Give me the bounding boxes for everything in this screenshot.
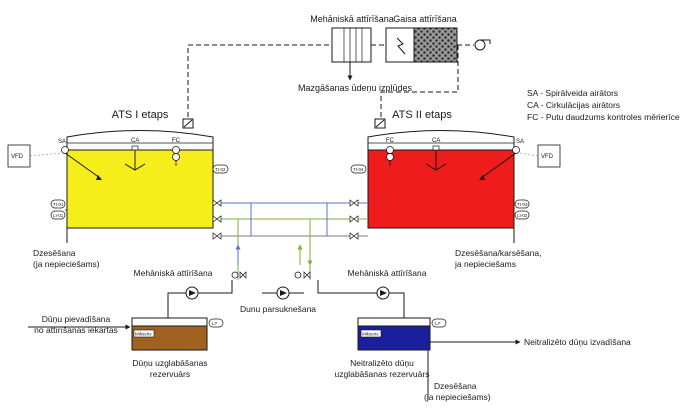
inflow-line1: Dūņu pievadīšana xyxy=(42,314,111,324)
pump-center-label: Dunu parsuknešana xyxy=(240,304,316,314)
t1-tag-stage1 xyxy=(50,199,66,209)
tank-stage1 xyxy=(66,130,214,229)
valve-right-mech xyxy=(294,271,311,279)
mech-left-label: Mehāniskā attīrīšana xyxy=(134,268,213,278)
li-tag-stage2 xyxy=(514,210,530,220)
sa-aerator-stage1 xyxy=(61,146,102,180)
ca-aerator-stage2 xyxy=(425,145,447,171)
sa-label-stage1: SA xyxy=(58,139,66,145)
neutral-cool-line2: (ja nepieciešams) xyxy=(424,392,491,402)
stage2-note-line2: ja nepieciešams xyxy=(454,259,516,269)
storage-line1: Dūņu uzglabāšanas xyxy=(132,358,207,368)
t1-tag-stage2 xyxy=(514,199,530,209)
vfd-stage1 xyxy=(7,144,62,168)
stage1-note-line2: (ja nepieciešams) xyxy=(33,259,100,269)
damper-valve-stage1 xyxy=(182,118,194,129)
li-label-stage1: LI-01 xyxy=(53,213,64,218)
storage-line2: rezervuārs xyxy=(150,369,190,379)
damper-valve-stage2 xyxy=(374,118,386,129)
valve-left-mech xyxy=(231,271,247,279)
pump-right-icon xyxy=(376,286,390,300)
ti-tag-stage1 xyxy=(212,164,229,174)
t1-label-stage2: TI-03 xyxy=(517,202,528,207)
ti-tag-stage2 xyxy=(350,164,367,174)
neutral-tank xyxy=(357,317,431,351)
fc-meter-stage2 xyxy=(386,146,394,166)
storage-mixer-label: Mikseris xyxy=(135,332,152,337)
pipe-valves-left xyxy=(212,199,222,240)
wash-water-label: Mazgāšanas ūdeņu izplūdes xyxy=(298,83,413,93)
stage1-title: ATS I etaps xyxy=(112,109,169,121)
ti-label-stage1: TI-02 xyxy=(215,167,226,172)
vfd-label-stage2: VFD xyxy=(541,154,554,160)
mech-filter-unit xyxy=(331,27,372,63)
ti-label-stage2: TI-04 xyxy=(353,167,364,172)
ca-aerator-stage1 xyxy=(124,145,146,171)
fc-label-stage1: FC xyxy=(172,138,181,144)
t1-label-stage1: TI-01 xyxy=(53,202,64,207)
li-tag-stage1 xyxy=(50,210,66,220)
stage2-note-line1: Dzesēšana/karsēšana, xyxy=(455,248,541,258)
inflow-line2: no attīrīšanas iekārtas xyxy=(34,325,118,335)
fc-label-stage2: FC xyxy=(386,138,395,144)
inter-tank-pipes xyxy=(213,202,368,280)
li-label-stage2: LI-02 xyxy=(517,213,528,218)
neutral-li-label: LI* xyxy=(435,321,441,326)
neutral-line1: Neitralizēto dūņu xyxy=(350,358,414,368)
storage-li-label: LI* xyxy=(212,321,218,326)
mech-title: Mehāniskā attīrīšana xyxy=(310,14,394,24)
pump-center-icon xyxy=(276,286,290,300)
ca-label-stage1: CA xyxy=(131,138,139,144)
pump-left-icon xyxy=(185,286,199,300)
pipe-valves-right xyxy=(349,199,359,240)
pump-lines xyxy=(167,280,405,318)
legend-sa: SA - Spirālveida airātors xyxy=(527,88,618,98)
legend-ca: CA - Cirkulācijas airātors xyxy=(527,100,620,110)
storage-li-tag xyxy=(208,318,224,328)
neutral-li-tag xyxy=(431,318,447,328)
mech-right-label: Mehāniskā attīrīšana xyxy=(348,268,427,278)
fc-meter-stage1 xyxy=(172,146,180,166)
gas-title: Gaisa attīrīšana xyxy=(393,14,457,24)
legend-fc: FC - Putu daudzums kontroles mērierīce xyxy=(527,112,680,122)
neutral-cool-line1: Dzesēšana xyxy=(434,381,477,391)
ca-label-stage2: CA xyxy=(432,138,440,144)
vfd-label-stage1: VFD xyxy=(11,154,24,160)
fan-icon xyxy=(474,39,491,51)
neutral-mixer-label: Mikseris xyxy=(362,332,379,337)
gas-filter-unit xyxy=(385,27,458,63)
exhaust-duct xyxy=(187,44,474,125)
stage2-title: ATS II etaps xyxy=(392,109,452,121)
neutral-line2: uzglabāšanas rezervuārs xyxy=(335,369,430,379)
sa-label-stage2: SA xyxy=(516,139,524,145)
stage1-note-line1: Dzesēšana xyxy=(33,248,76,258)
vfd-stage2 xyxy=(519,144,561,168)
neutral-out-label: Neitralizēto dūņu izvadīšana xyxy=(524,337,631,347)
sa-aerator-stage2 xyxy=(479,146,520,180)
tank-stage2 xyxy=(367,130,515,229)
storage-tank xyxy=(131,317,208,351)
